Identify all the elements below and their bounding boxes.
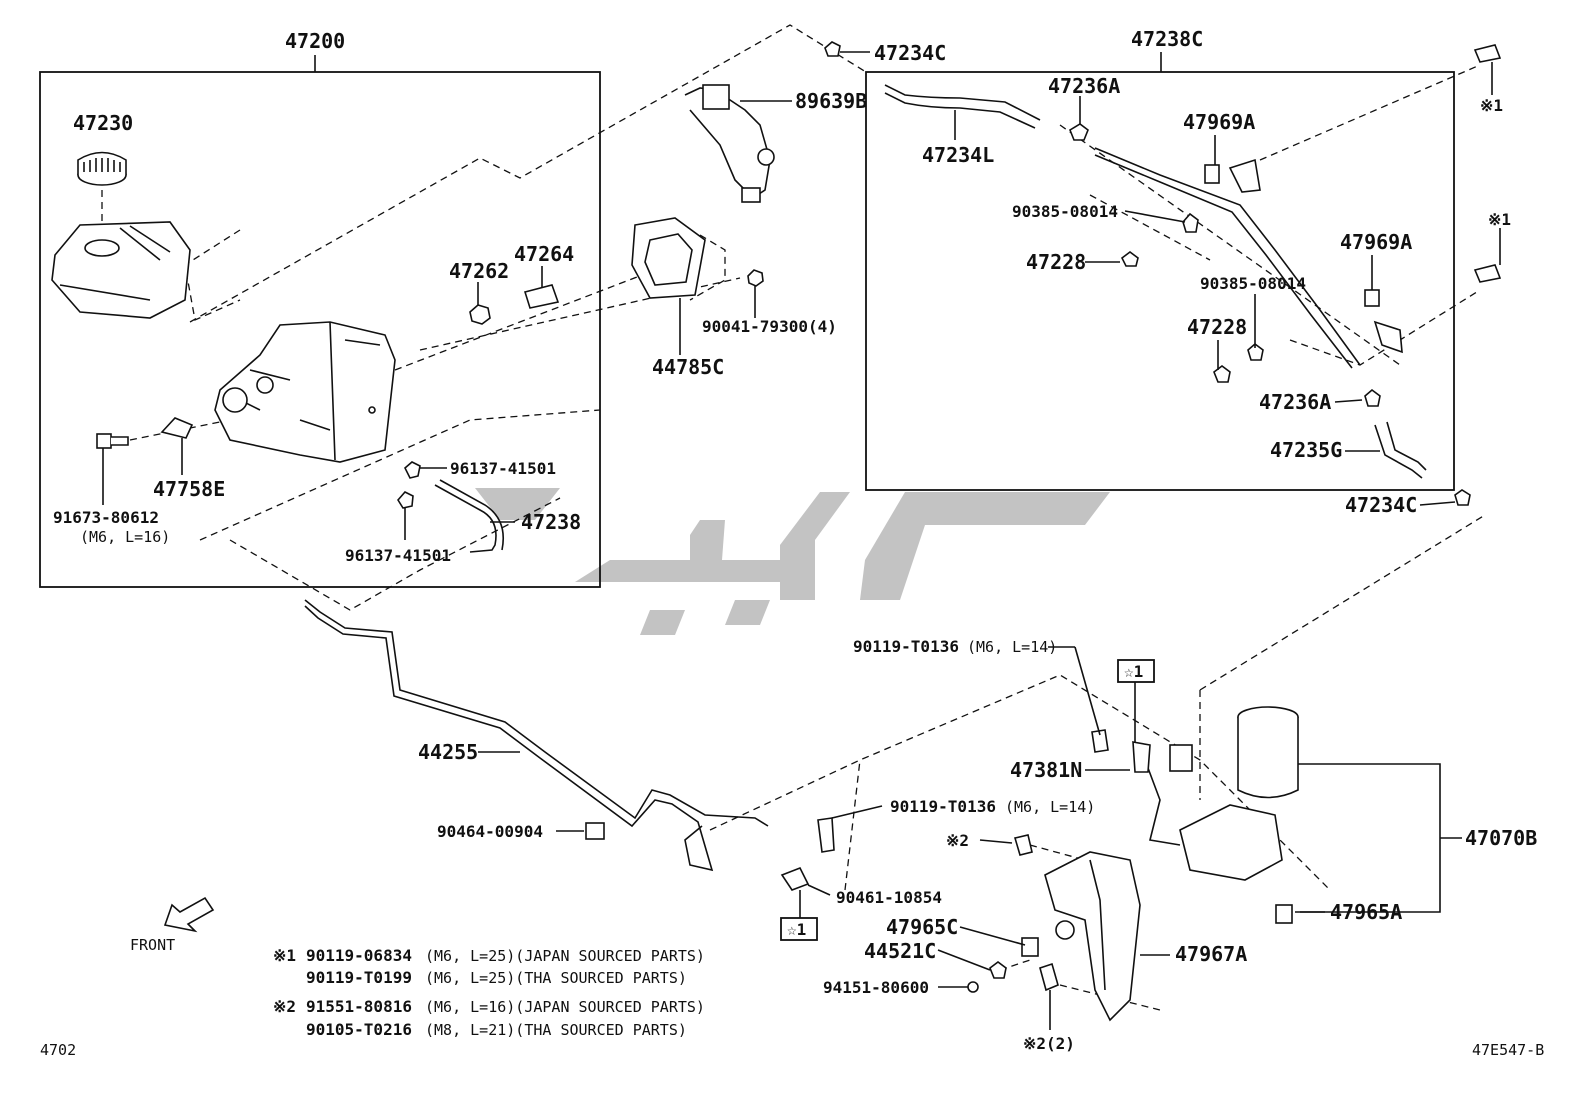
label-47234C-top: 47234C [874, 41, 946, 65]
star-1-a: ☆1 [1124, 662, 1143, 681]
label-47969A-top: 47969A [1183, 110, 1255, 134]
bracket-47967A [1044, 851, 1141, 1022]
page-code: 4702 [40, 1041, 76, 1059]
label-47967A: 47967A [1175, 942, 1247, 966]
note1-line2-spec: (M6, L=25)(THA SOURCED PARTS) [425, 969, 687, 987]
brake-line-44255 [304, 599, 769, 872]
label-90385-top: 90385-08014 [1012, 202, 1118, 221]
label-47262: 47262 [449, 259, 509, 283]
bracket-47264 [523, 284, 560, 309]
clip-47758E [160, 417, 194, 439]
label-47234C-bot: 47234C [1345, 493, 1417, 517]
star-box-1-b [780, 917, 818, 941]
note2-line2-part: 90105-T0216 [306, 1020, 412, 1039]
pump-motor-47070B [1144, 706, 1299, 881]
hose-47234L [884, 84, 1041, 129]
leader-lines [102, 51, 1501, 1030]
label-90461: 90461-10854 [836, 888, 942, 907]
master-cylinder-assembly [214, 321, 396, 463]
label-47235G: 47235G [1270, 438, 1342, 462]
drawing-id: 47E547-B [1472, 1041, 1544, 1059]
note2-mark: ※2 [273, 997, 296, 1016]
note2-line1-part: 91551-80816 [306, 997, 412, 1016]
label-96137-b: 96137-41501 [345, 546, 451, 565]
small-parts-47238C [1069, 123, 1403, 407]
label-47236A-top: 47236A [1048, 74, 1120, 98]
assembly-box-47200 [39, 71, 601, 588]
label-47228-top: 47228 [1026, 250, 1086, 274]
label-47228-mid: 47228 [1187, 315, 1247, 339]
label-90119-mid: 90119-T0136 [890, 797, 996, 816]
mark-2-b: ※2(2) [1023, 1034, 1075, 1053]
label-47200: 47200 [285, 29, 345, 53]
label-47381N: 47381N [1010, 758, 1082, 782]
dashed-guides [129, 24, 1486, 1011]
label-47264: 47264 [514, 242, 574, 266]
label-96137-a: 96137-41501 [450, 459, 556, 478]
hose-47238 [434, 479, 504, 553]
mark-2-a: ※2 [946, 831, 969, 850]
wire-harness-89639B [684, 84, 775, 203]
reservoir-tank [51, 221, 191, 319]
label-89639B: 89639B [795, 89, 867, 113]
front-arrow-icon [163, 896, 215, 933]
front-label: FRONT [130, 936, 175, 954]
pipe-47238C [1094, 147, 1361, 369]
reservoir-cap [77, 151, 127, 186]
label-90385-mid: 90385-08014 [1200, 274, 1306, 293]
clamps-47234C [824, 41, 1471, 506]
note1-line2-part: 90119-T0199 [306, 968, 412, 987]
note1-line1-part: 90119-06834 [306, 946, 412, 965]
gasket-44785C [631, 217, 706, 299]
note2-line2-spec: (M8, L=21)(THA SOURCED PARTS) [425, 1021, 687, 1039]
label-47230: 47230 [73, 111, 133, 135]
label-47238: 47238 [521, 510, 581, 534]
assembly-box-47238C [865, 71, 1455, 491]
bolts-mark1 [1473, 44, 1502, 283]
clamps-96137 [397, 461, 421, 509]
label-47965C: 47965C [886, 915, 958, 939]
label-47238C: 47238C [1131, 27, 1203, 51]
label-44255: 44255 [418, 740, 478, 764]
label-91673: 91673-80612 [53, 508, 159, 527]
label-47969A-mid: 47969A [1340, 230, 1412, 254]
label-47070B: 47070B [1465, 826, 1537, 850]
nut-90041 [747, 269, 764, 287]
star-1-b: ☆1 [787, 920, 806, 939]
label-90119-top-spec: (M6, L=14) [967, 638, 1057, 656]
label-94151: 94151-80600 [823, 978, 929, 997]
label-90119-mid-spec: (M6, L=14) [1005, 798, 1095, 816]
note2-line1-spec: (M6, L=16)(JAPAN SOURCED PARTS) [425, 998, 705, 1016]
label-47234L: 47234L [922, 143, 994, 167]
watermark-logo [475, 488, 1110, 635]
clip-90464 [585, 822, 605, 840]
mark-1-b: ※1 [1488, 210, 1511, 229]
mark-1-a: ※1 [1480, 96, 1503, 115]
note1-mark: ※1 [273, 946, 296, 965]
label-47758E: 47758E [153, 477, 225, 501]
label-44521C: 44521C [864, 939, 936, 963]
nut-47262 [469, 304, 491, 325]
label-44785C: 44785C [652, 355, 724, 379]
small-hardware-lower [780, 729, 1293, 993]
label-47965A: 47965A [1330, 900, 1402, 924]
hose-47235G [1374, 421, 1427, 479]
note1-line1-spec: (M6, L=25)(JAPAN SOURCED PARTS) [425, 947, 705, 965]
label-91673-spec: (M6, L=16) [80, 528, 170, 546]
label-90464: 90464-00904 [437, 822, 543, 841]
label-90041: 90041-79300(4) [702, 317, 837, 336]
label-47236A-bot: 47236A [1259, 390, 1331, 414]
bracket-47070B [1292, 763, 1462, 913]
label-90119-top: 90119-T0136 [853, 637, 959, 656]
bolt-91673 [96, 433, 129, 449]
star-box-1-a [1117, 659, 1155, 683]
